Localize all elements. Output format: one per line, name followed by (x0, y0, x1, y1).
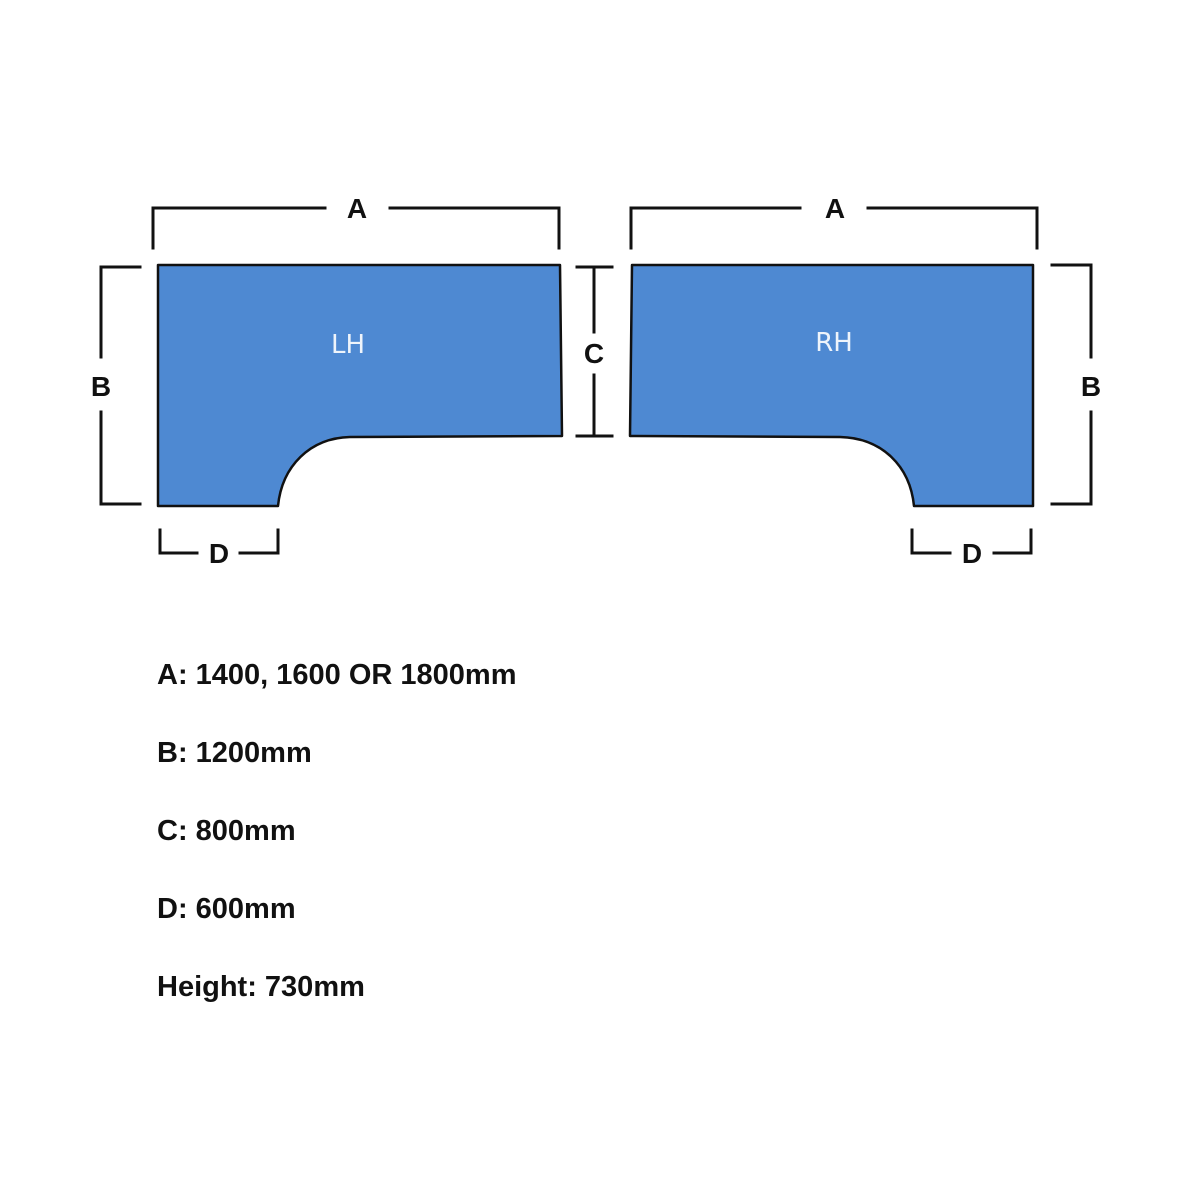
left-dimension-b: B (91, 265, 142, 506)
left-dimension-a-label: A (347, 193, 367, 224)
dimension-specs-list: A: 1400, 1600 OR 1800mm B: 1200mm C: 800… (157, 655, 517, 1045)
left-dimension-d-label: D (209, 538, 229, 569)
spec-c: C: 800mm (157, 815, 296, 847)
right-desk: RH A B D (628, 193, 1101, 569)
spec-d: D: 600mm (157, 893, 296, 925)
left-dimension-d: D (158, 528, 280, 569)
left-dimension-b-label: B (91, 371, 111, 402)
left-dimension-a: A (151, 193, 561, 250)
left-desk-label: LH (331, 330, 365, 360)
spec-height: Height: 730mm (157, 971, 365, 1003)
right-dimension-b-label: B (1081, 371, 1101, 402)
spec-a: A: 1400, 1600 OR 1800mm (157, 659, 517, 691)
right-dimension-b: B (1050, 263, 1101, 506)
spec-b: B: 1200mm (157, 737, 312, 769)
right-desk-label: RH (815, 328, 853, 358)
left-desk-shape (156, 263, 564, 508)
right-dimension-d-label: D (962, 538, 982, 569)
left-desk: LH A B C D (91, 193, 614, 569)
left-dimension-c-label: C (584, 338, 604, 369)
right-desk-shape (628, 263, 1035, 508)
right-dimension-a-label: A (825, 193, 845, 224)
left-dimension-c: C (575, 265, 614, 438)
right-dimension-d: D (910, 528, 1033, 569)
right-dimension-a: A (629, 193, 1039, 250)
